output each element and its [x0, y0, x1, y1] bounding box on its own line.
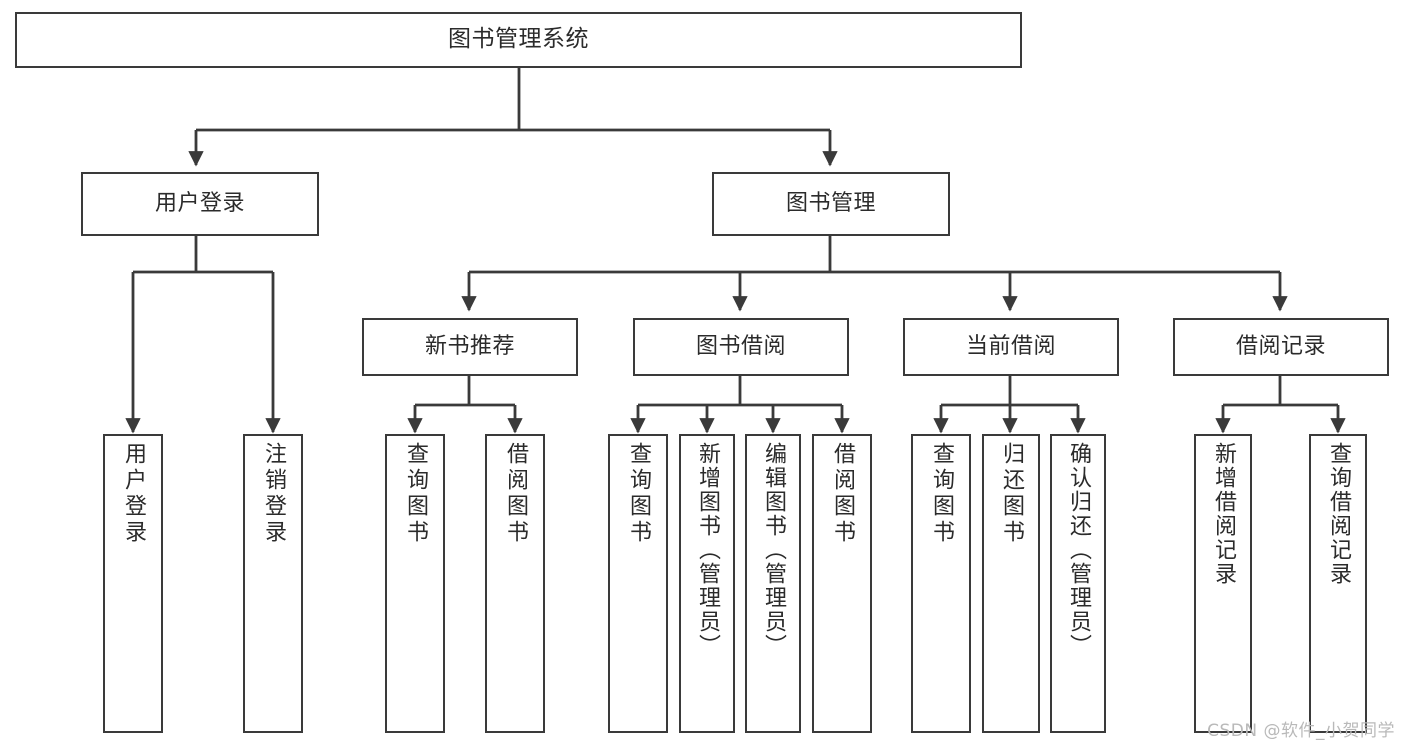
node-label: 借阅图书: [830, 442, 855, 546]
leaf-user-login-logout[interactable]: 注销登录: [243, 434, 303, 733]
leaf-borrow-borrow-book[interactable]: 借阅图书: [812, 434, 872, 733]
leaf-user-login-login[interactable]: 用户登录: [103, 434, 163, 733]
node-label: 确认归还（管理员）: [1066, 442, 1091, 658]
node-current-borrow[interactable]: 当前借阅: [903, 318, 1119, 376]
node-root-system[interactable]: 图书管理系统: [15, 12, 1022, 68]
leaf-current-confirm-return-admin[interactable]: 确认归还（管理员）: [1050, 434, 1106, 733]
node-label: 图书借阅: [695, 334, 786, 360]
node-label: 查询借阅记录: [1326, 442, 1351, 586]
node-label: 编辑图书（管理员）: [761, 442, 786, 658]
node-label: 新增图书（管理员）: [695, 442, 720, 658]
leaf-current-query-book[interactable]: 查询图书: [911, 434, 971, 733]
leaf-recommend-query-book[interactable]: 查询图书: [385, 434, 445, 733]
leaf-borrow-add-book-admin[interactable]: 新增图书（管理员）: [679, 434, 735, 733]
node-new-book-recommend[interactable]: 新书推荐: [362, 318, 578, 376]
node-label: 用户登录: [121, 442, 146, 546]
node-book-management[interactable]: 图书管理: [712, 172, 950, 236]
node-label: 图书管理系统: [448, 26, 589, 53]
leaf-current-return-book[interactable]: 归还图书: [982, 434, 1040, 733]
node-label: 注销登录: [261, 442, 286, 546]
leaf-record-query-record[interactable]: 查询借阅记录: [1309, 434, 1367, 733]
node-label: 查询图书: [626, 442, 651, 546]
node-label: 用户登录: [154, 191, 245, 217]
node-label: 查询图书: [929, 442, 954, 546]
node-book-borrow[interactable]: 图书借阅: [633, 318, 849, 376]
node-label: 图书管理: [785, 191, 876, 217]
leaf-borrow-query-book[interactable]: 查询图书: [608, 434, 668, 733]
node-label: 当前借阅: [965, 334, 1056, 360]
leaf-recommend-borrow-book[interactable]: 借阅图书: [485, 434, 545, 733]
node-label: 归还图书: [999, 442, 1024, 546]
node-label: 借阅记录: [1235, 334, 1326, 360]
node-label: 查询图书: [403, 442, 428, 546]
leaf-record-add-record[interactable]: 新增借阅记录: [1194, 434, 1252, 733]
node-user-login[interactable]: 用户登录: [81, 172, 319, 236]
node-label: 借阅图书: [503, 442, 528, 546]
node-label: 新增借阅记录: [1211, 442, 1236, 586]
watermark-text: CSDN @软件_小贺同学: [1207, 721, 1395, 741]
leaf-borrow-edit-book-admin[interactable]: 编辑图书（管理员）: [745, 434, 801, 733]
node-label: 新书推荐: [424, 334, 515, 360]
node-borrow-record[interactable]: 借阅记录: [1173, 318, 1389, 376]
